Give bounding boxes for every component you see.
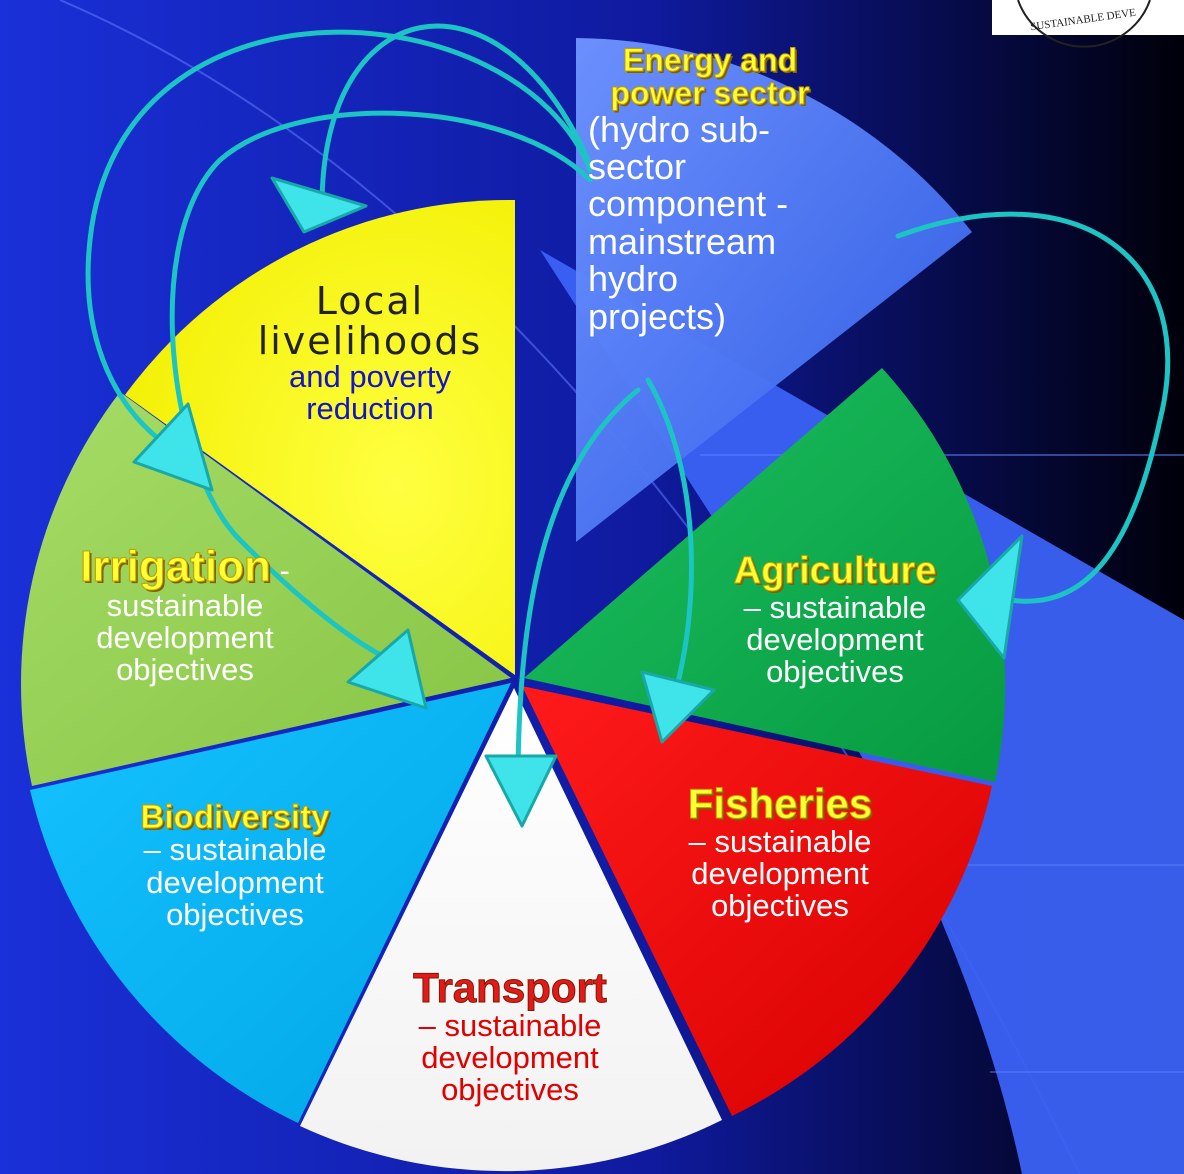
fisheries-sub-1: – sustainable (688, 823, 872, 859)
biodiversity-sub-1: – sustainable (143, 832, 327, 868)
irrigation-title-row: Irrigation - (40, 542, 330, 591)
label-agriculture: Agriculture – sustainable development ob… (690, 550, 980, 689)
arrowhead-livelihoods (270, 176, 368, 234)
wedge-energy (576, 38, 972, 542)
label-local-livelihoods: Local livelihoods and poverty reduction (250, 279, 490, 427)
arrowhead-irrigation (132, 402, 214, 492)
label-energy: Energy and power sector (hydro sub- sect… (560, 42, 880, 337)
transport-sub-2: development (421, 1039, 599, 1075)
logo-ring (1017, 0, 1151, 48)
agriculture-sub-3: objectives (766, 653, 904, 689)
arrow-energy-to-irrigation (85, 29, 593, 443)
transport-sub-3: objectives (441, 1072, 579, 1108)
arrows (85, 23, 1171, 773)
local-livelihoods-title-2: livelihoods (257, 318, 483, 363)
arrowhead-fisheries (640, 670, 716, 744)
local-livelihoods-sub-1: and poverty (289, 359, 451, 395)
fisheries-sub-2: development (691, 855, 869, 891)
label-irrigation: Irrigation - sustainable development obj… (40, 542, 330, 688)
wedge-transport (300, 688, 722, 1172)
wedge-biodiversity (30, 683, 511, 1123)
local-livelihoods-title-1: Local (315, 279, 425, 323)
irrigation-title: Irrigation (80, 542, 272, 591)
agriculture-sub-1: – sustainable (743, 589, 927, 625)
energy-body-4: mainstream (588, 220, 777, 262)
irrigation-sub-1: sustainable (106, 587, 264, 623)
transport-title: Transport (413, 964, 608, 1011)
energy-body-2: sector (588, 145, 687, 187)
arrowhead-agriculture (956, 534, 1024, 660)
fisheries-title: Fisheries (687, 780, 873, 827)
fisheries-sub-3: objectives (711, 888, 849, 924)
energy-body-5: hydro (588, 258, 679, 300)
arrowhead-biodiversity-border (346, 628, 428, 710)
arrow-energy-to-transport (515, 387, 641, 773)
label-transport: Transport – sustainable development obje… (365, 964, 655, 1108)
irrigation-sub-2: development (96, 619, 274, 655)
wedge-local-livelihoods (125, 199, 515, 675)
biodiversity-title: Biodiversity (140, 798, 330, 835)
agriculture-sub-2: development (746, 621, 924, 657)
energy-body-6: projects) (588, 295, 727, 337)
logo-frame (992, 0, 1184, 35)
transport-sub-1: – sustainable (418, 1007, 602, 1043)
arrowheads (132, 176, 1024, 828)
arrow-energy-to-biodiversity-border (169, 110, 593, 663)
irrigation-title-suffix: - (270, 553, 290, 588)
arrow-energy-to-fisheries (645, 377, 694, 693)
biodiversity-sub-3: objectives (166, 896, 304, 932)
irrigation-sub-3: objectives (116, 652, 254, 688)
agriculture-title: Agriculture (733, 550, 937, 592)
label-fisheries: Fisheries – sustainable development obje… (640, 780, 920, 924)
arrow-energy-to-agriculture (895, 211, 1171, 604)
wedge-fisheries (522, 686, 992, 1116)
arrowhead-transport (484, 754, 558, 828)
biodiversity-sub-2: development (146, 864, 324, 900)
energy-body-3: component - (588, 183, 789, 225)
arrow-energy-to-livelihoods (319, 23, 591, 213)
energy-title-1: Energy and (622, 42, 798, 78)
local-livelihoods-sub-2: reduction (306, 391, 434, 427)
energy-title-2: power sector (610, 75, 810, 112)
label-biodiversity: Biodiversity – sustainable development o… (100, 798, 370, 932)
logo: SUSTAINABLE DEVE (992, 0, 1184, 48)
energy-body-1: (hydro sub- (588, 108, 771, 150)
